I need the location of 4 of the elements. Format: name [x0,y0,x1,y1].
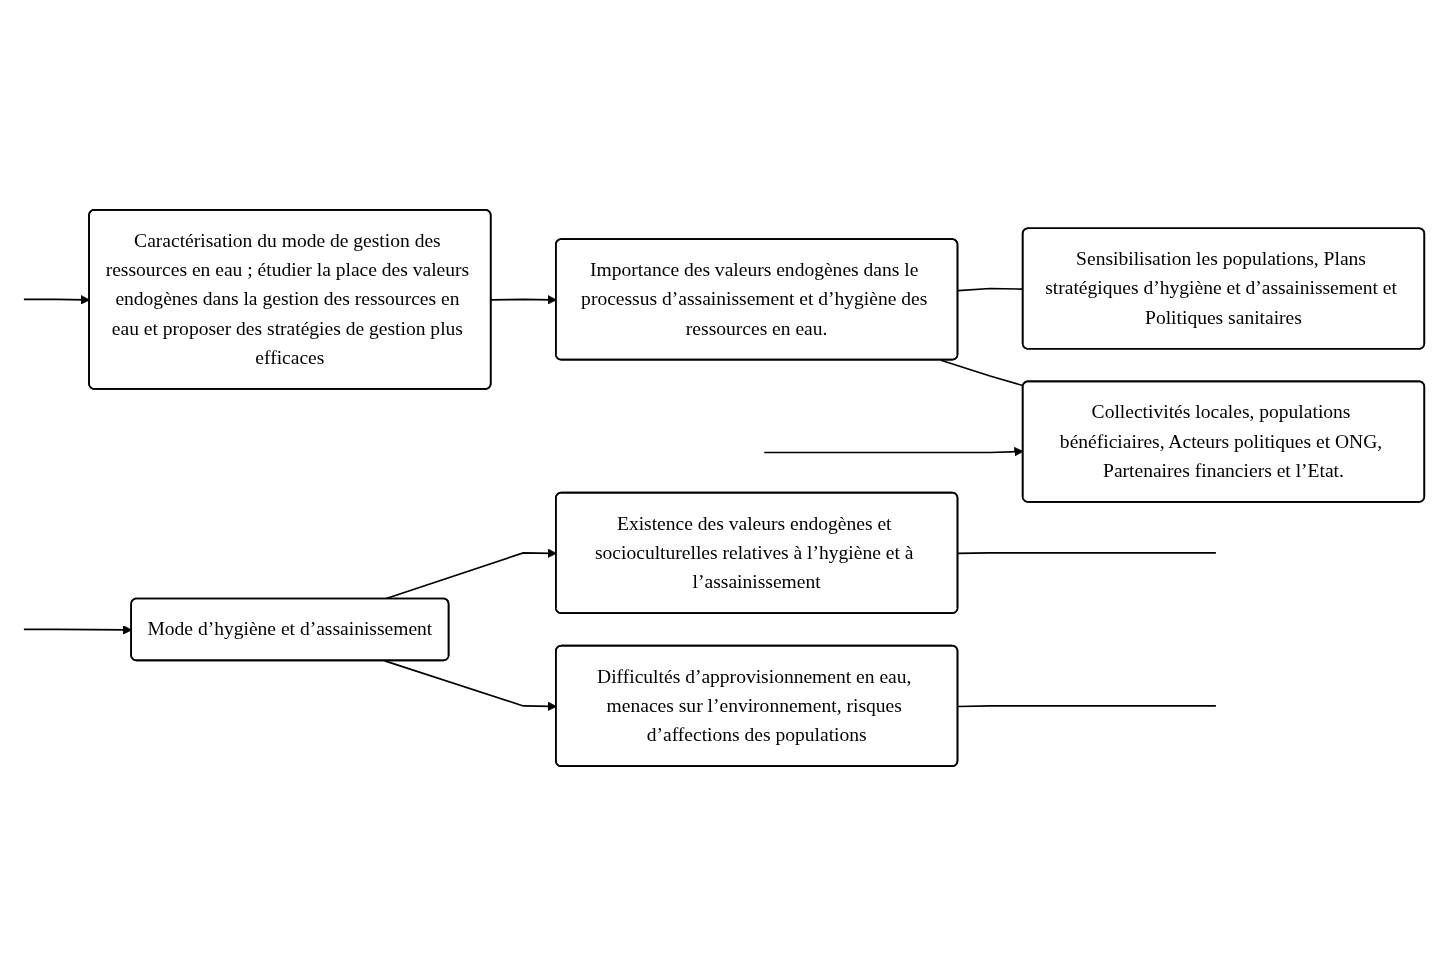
connector [940,359,1025,387]
connector [957,705,1217,708]
arrow [23,295,90,305]
connector [957,552,1217,555]
